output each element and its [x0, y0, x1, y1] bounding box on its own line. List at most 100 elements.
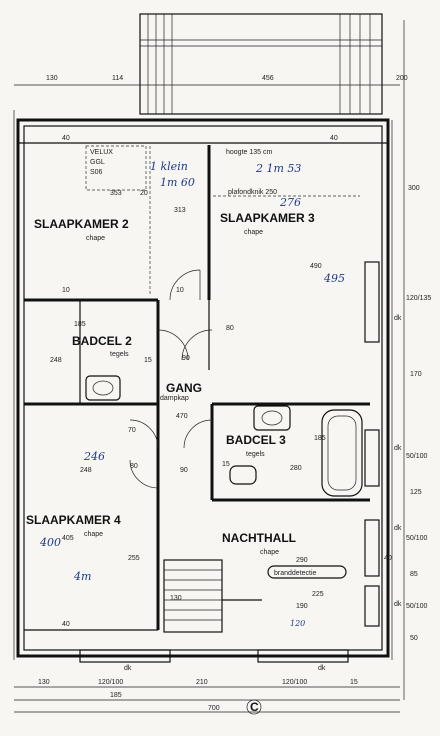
dim-40a: 40 — [62, 135, 70, 142]
toilet — [229, 465, 257, 485]
dim-70a: 70 — [128, 427, 136, 434]
dim-130: 130 — [170, 595, 182, 602]
outer-walls — [16, 118, 390, 658]
room-name-badcel2: BADCEL 2 — [72, 334, 132, 348]
room-name-slaapkamer3: SLAAPKAMER 3 — [220, 211, 315, 225]
dim-top-4: 200 — [396, 75, 408, 82]
dim-313: 313 — [174, 207, 186, 214]
dim-r50100b: 50/100 — [406, 535, 428, 542]
dim-405: 405 — [62, 535, 74, 542]
dim-dk2: dk — [394, 445, 402, 452]
handwritten-2: 1m 60 — [160, 176, 195, 189]
handwritten-3: 2 1m 53 — [255, 162, 301, 175]
hoogte-label: hoogte 135 cm — [226, 149, 272, 156]
branddetectie-label: branddetectie — [274, 570, 317, 577]
plafond-label: plafondknik 250 — [228, 189, 277, 196]
dim-dk5: dk — [124, 665, 132, 672]
dim-15b: 15 — [222, 461, 230, 468]
room-floor-gang: dampkap — [160, 395, 189, 402]
dim-248b: 248 — [80, 467, 92, 474]
dim-80b: 80 — [130, 463, 138, 470]
dim-b210: 210 — [196, 679, 208, 686]
dim-b130: 130 — [38, 679, 50, 686]
velux-label-1: VELUX — [90, 149, 113, 156]
dim-90a: 90 — [182, 355, 190, 362]
room-name-slaapkamer4: SLAAPKAMER 4 — [26, 513, 121, 527]
dim-255: 255 — [128, 555, 140, 562]
dim-280: 280 — [290, 465, 302, 472]
dim-20: 20 — [140, 190, 148, 197]
dim-r125: 125 — [410, 489, 422, 496]
dim-r120135: 120/135 — [406, 295, 431, 302]
dim-225: 225 — [312, 591, 324, 598]
dim-top-2: 114 — [112, 75, 123, 82]
handwritten-5: 495 — [323, 272, 345, 285]
room-floor-slaapkamer3: chape — [244, 229, 263, 236]
dim-dk4: dk — [394, 601, 402, 608]
room-floor-badcel2: tegels — [110, 351, 129, 358]
handwritten-8: 4m — [73, 570, 91, 583]
stairs — [163, 559, 262, 633]
compass-label: C — [250, 700, 259, 714]
room-floor-slaapkamer4: chape — [84, 531, 103, 538]
dim-b185: 185 — [110, 692, 122, 699]
room-name-slaapkamer2: SLAAPKAMER 2 — [34, 217, 129, 231]
fixtures — [85, 375, 363, 497]
dim-dk6: dk — [318, 665, 326, 672]
room-name-badcel3: BADCEL 3 — [226, 433, 286, 447]
roof-terrace — [139, 13, 383, 115]
dim-top-1: 130 — [46, 75, 58, 82]
dim-b120100b: 120/100 — [282, 679, 307, 686]
handwritten-9: 120 — [290, 619, 305, 628]
dim-10b: 10 — [176, 287, 184, 294]
handwritten-4: 276 — [279, 196, 301, 209]
handwritten-6: 246 — [83, 450, 105, 463]
dim-90b: 90 — [180, 467, 188, 474]
dim-10a: 10 — [62, 287, 70, 294]
windows — [79, 261, 380, 663]
room-name-gang: GANG — [166, 381, 202, 395]
dim-r300: 300 — [408, 185, 420, 192]
dim-185b: 185 — [314, 435, 326, 442]
room-floor-badcel3: tegels — [246, 451, 265, 458]
dim-dk1: dk — [394, 315, 402, 322]
dim-185a: 185 — [74, 321, 86, 328]
dim-190: 190 — [296, 603, 308, 610]
dim-40c: 40 — [62, 621, 70, 628]
dim-top-3: 456 — [262, 75, 274, 82]
dim-r50: 50 — [410, 635, 418, 642]
handwritten-7: 400 — [39, 536, 61, 549]
dim-40b: 40 — [330, 135, 338, 142]
room-name-nachthall: NACHTHALL — [222, 531, 296, 545]
velux-label-3: S06 — [90, 169, 103, 176]
dimension-lines — [13, 20, 405, 713]
room-floor-slaapkamer2: chape — [86, 235, 105, 242]
dim-b700: 700 — [208, 705, 220, 712]
velux-window — [85, 145, 360, 295]
dim-r40: 40 — [384, 555, 392, 562]
doors — [129, 269, 213, 489]
sink-badcel3 — [253, 405, 291, 431]
dim-b15: 15 — [350, 679, 358, 686]
velux-label-2: GGL — [90, 159, 105, 166]
compass-circle — [246, 699, 262, 715]
dim-490: 490 — [310, 263, 322, 270]
dim-353: 353 — [110, 190, 122, 197]
handwritten-1: 1 klein — [150, 160, 188, 173]
dim-80a: 80 — [226, 325, 234, 332]
dim-r50100a: 50/100 — [406, 453, 428, 460]
dim-248a: 248 — [50, 357, 62, 364]
dim-dk3: dk — [394, 525, 402, 532]
room-floor-nachthall: chape — [260, 549, 279, 556]
sink-badcel2 — [85, 375, 121, 401]
dim-470: 470 — [176, 413, 188, 420]
dim-290: 290 — [296, 557, 308, 564]
interior-walls — [24, 145, 370, 631]
dim-r170: 170 — [410, 371, 422, 378]
bathtub — [321, 409, 363, 497]
dim-15a: 15 — [144, 357, 152, 364]
dim-r50100c: 50/100 — [406, 603, 428, 610]
dim-r85: 85 — [410, 571, 418, 578]
